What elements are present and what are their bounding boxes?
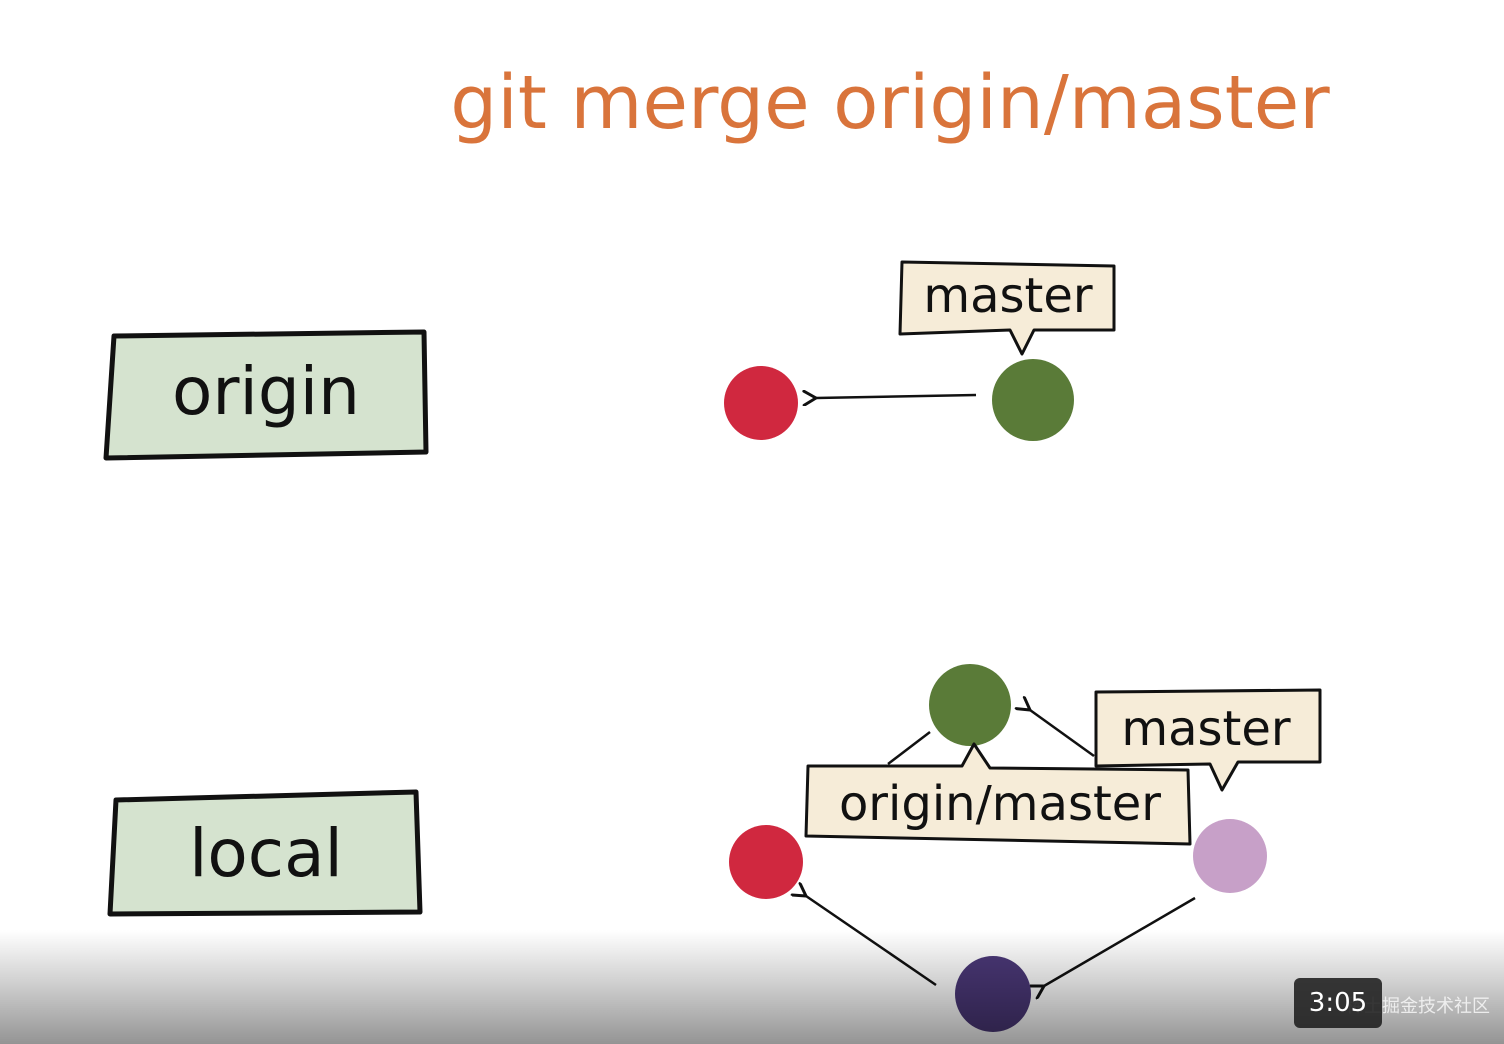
local-purple-to-red-arrow	[806, 896, 937, 987]
local-commit-green	[929, 664, 1011, 746]
origin-commit-red	[724, 366, 798, 440]
local-master-tag-label: master	[1121, 701, 1291, 757]
local-repo-label: local	[189, 815, 343, 892]
origin-master-tag-label: master	[923, 268, 1093, 324]
origin-master-tag: master	[898, 260, 1116, 356]
local-repo-box: local	[107, 789, 423, 917]
local-commit-graph: master origin/master	[729, 664, 1322, 1032]
local-origin-master-tag-label: origin/master	[839, 776, 1161, 832]
local-master-tag: master	[1094, 688, 1322, 792]
diagram-title: git merge origin/master	[450, 60, 1330, 146]
origin-commit-graph: master	[724, 260, 1116, 441]
origin-parent-arrow	[816, 395, 977, 398]
local-commit-red	[729, 825, 803, 899]
local-origin-master-tag: origin/master	[804, 742, 1192, 846]
local-pink-to-purple-arrow	[1044, 896, 1196, 986]
origin-repo-box: origin	[103, 329, 429, 461]
origin-commit-green	[992, 359, 1074, 441]
local-green-to-red-line	[887, 731, 931, 765]
video-timestamp: 3:05	[1294, 978, 1382, 1028]
local-master-to-green-arrow	[1030, 710, 1095, 758]
origin-repo-label: origin	[172, 353, 360, 430]
local-commit-pink	[1193, 819, 1267, 893]
local-commit-purple	[955, 956, 1031, 1032]
